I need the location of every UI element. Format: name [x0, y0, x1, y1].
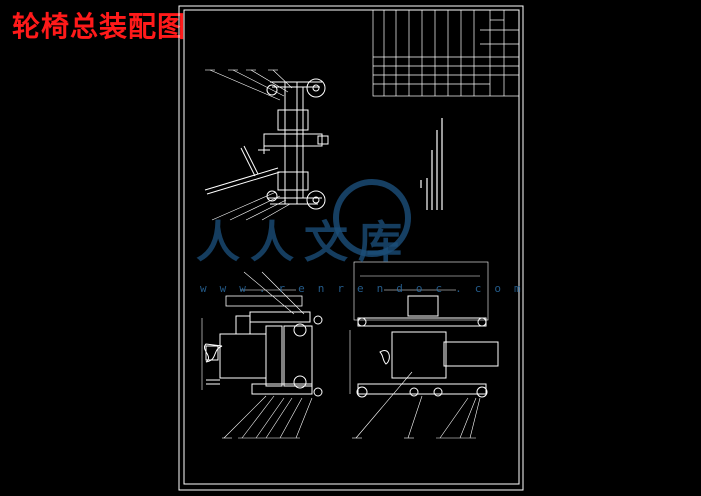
watermark-text: 人人文库: [196, 217, 412, 268]
watermark-logo-icon: [333, 179, 411, 257]
front-view: [349, 261, 499, 439]
inner-frame: [183, 9, 520, 485]
top-view: [201, 271, 323, 439]
drawing-title: 轮椅总装配图: [12, 10, 187, 43]
technical-notes: [420, 118, 443, 210]
side-view: [204, 69, 329, 221]
outer-frame: [178, 5, 524, 491]
parts-list-table: [372, 9, 520, 97]
watermark-url: www.renrendoc.com: [200, 282, 534, 295]
